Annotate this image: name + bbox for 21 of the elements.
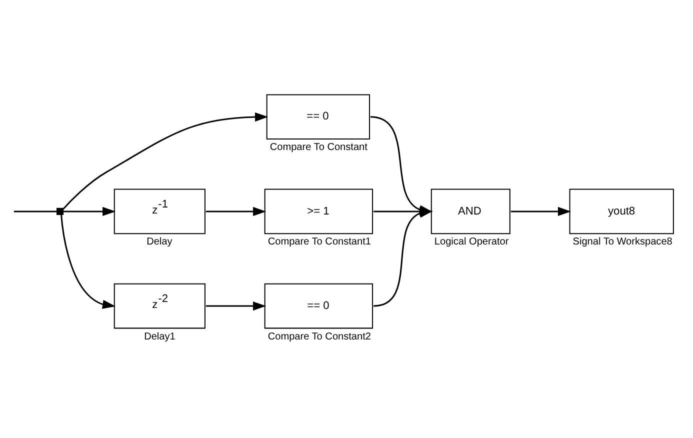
node-box: AND xyxy=(430,188,510,234)
arrow xyxy=(62,112,268,209)
node-label: Compare To Constant1 xyxy=(267,236,370,248)
node-box: == 0 xyxy=(266,94,370,139)
node-box: >= 1 xyxy=(264,188,373,234)
node-box: yout8 xyxy=(568,188,674,234)
node-label: Signal To Workspace8 xyxy=(572,236,672,248)
node-label: Delay1 xyxy=(144,330,175,342)
arrow xyxy=(205,206,266,216)
node-box: == 0 xyxy=(264,282,373,328)
arrow xyxy=(205,300,266,310)
connector xyxy=(13,210,56,212)
node-label: Delay xyxy=(146,236,172,248)
arrow xyxy=(62,206,116,216)
arrow xyxy=(510,206,571,216)
node-label: Compare To Constant xyxy=(269,142,367,153)
arrow xyxy=(60,214,116,308)
node-dot xyxy=(56,207,64,214)
node-label: Compare To Constant2 xyxy=(267,330,370,342)
arrow xyxy=(372,208,432,306)
node-label: Logical Operator xyxy=(434,236,508,248)
